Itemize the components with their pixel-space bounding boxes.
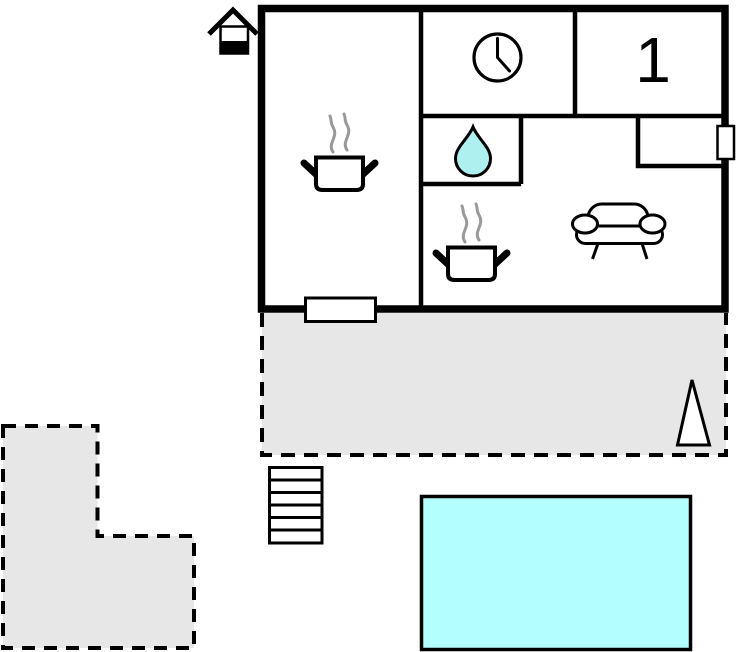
cooking-pot-icon — [432, 202, 511, 282]
interior-walls — [418, 8, 725, 309]
tree-icon — [675, 379, 712, 447]
terrace-border — [260, 313, 728, 457]
cooking-pot-icon — [300, 112, 379, 192]
stairs — [268, 466, 324, 545]
sofa-armrest — [638, 213, 667, 235]
terrace-area — [262, 313, 726, 455]
bedroom-number: 1 — [635, 24, 671, 96]
water-drop-icon — [453, 123, 493, 178]
stairs-steps — [269, 478, 322, 532]
sofa-armrest — [571, 213, 599, 235]
door — [304, 296, 377, 323]
house-icon-base — [219, 41, 249, 54]
pot-body — [446, 245, 497, 282]
clock-hands — [496, 37, 511, 73]
pool — [419, 494, 693, 652]
house-icon-roof — [207, 6, 259, 36]
patio-area — [1, 424, 196, 650]
house-icon — [207, 6, 259, 55]
clock-icon — [472, 32, 523, 83]
steam-line — [328, 114, 337, 154]
pot-body — [314, 155, 365, 192]
steam-line — [474, 202, 483, 242]
steam-line — [342, 112, 351, 152]
steam-line — [460, 204, 469, 244]
sofa-seat — [575, 224, 664, 245]
window — [716, 124, 736, 161]
sofa-legs — [591, 242, 649, 260]
sofa-icon — [571, 202, 667, 260]
